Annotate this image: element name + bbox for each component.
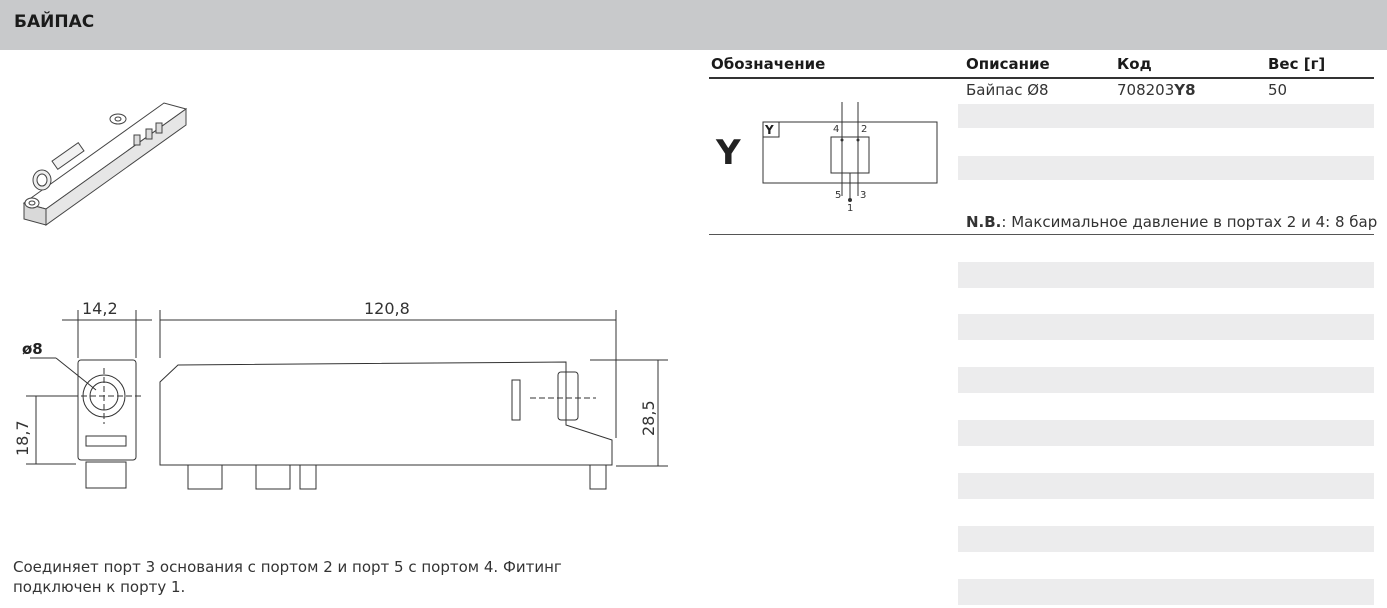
dim-diameter: ø8: [22, 340, 43, 358]
pressure-note: N.B.: Максимальное давление в портах 2 и…: [966, 213, 1377, 231]
table-stripe: [958, 420, 1374, 446]
table-stripe: [958, 526, 1374, 552]
table-stripe: [958, 156, 1374, 180]
pneumatic-schematic: Y 4 2 5 3 1: [762, 102, 938, 212]
dim-height-right: 28,5: [639, 400, 658, 436]
header-rule: [709, 77, 1374, 79]
row-description: Байпас Ø8: [966, 81, 1049, 99]
table-stripe: [958, 473, 1374, 499]
table-stripe: [958, 314, 1374, 340]
port-4-label: 4: [833, 124, 839, 135]
port-2-label: 2: [861, 124, 867, 135]
port-3-label: 3: [860, 190, 866, 201]
table-stripe: [958, 104, 1374, 128]
table-bottom-rule: [709, 234, 1374, 235]
col-header-weight: Вес [г]: [1268, 55, 1326, 73]
dim-height-left: 18,7: [13, 420, 32, 456]
note-label: N.B.: [966, 213, 1002, 231]
dimension-drawing: 14,2 120,8 ø8 18,7 28,5: [13, 299, 668, 490]
code-prefix: 708203: [1117, 81, 1175, 99]
product-illustration: [22, 102, 188, 226]
port-5-label: 5: [835, 190, 841, 201]
dim-width: 14,2: [82, 299, 118, 318]
section-header: БАЙПАС: [0, 0, 1387, 50]
product-description: Соединяет порт 3 основания с портом 2 и …: [13, 558, 562, 596]
row-weight: 50: [1268, 81, 1288, 99]
note-text: : Максимальное давление в портах 2 и 4: …: [1001, 213, 1378, 231]
dim-length: 120,8: [364, 299, 410, 318]
row-code: 708203Y8: [1117, 81, 1196, 99]
schematic-box-label: Y: [764, 123, 774, 137]
col-header-designation: Обозначение: [711, 55, 826, 73]
table-stripe: [958, 579, 1374, 605]
symbol-letter: Y: [716, 133, 741, 173]
table-stripe: [958, 367, 1374, 393]
table-stripe: [958, 262, 1374, 288]
port-1-label: 1: [847, 203, 853, 212]
col-header-code: Код: [1117, 55, 1152, 73]
col-header-description: Описание: [966, 55, 1050, 73]
section-title: БАЙПАС: [14, 12, 95, 32]
code-suffix: Y8: [1174, 81, 1196, 99]
